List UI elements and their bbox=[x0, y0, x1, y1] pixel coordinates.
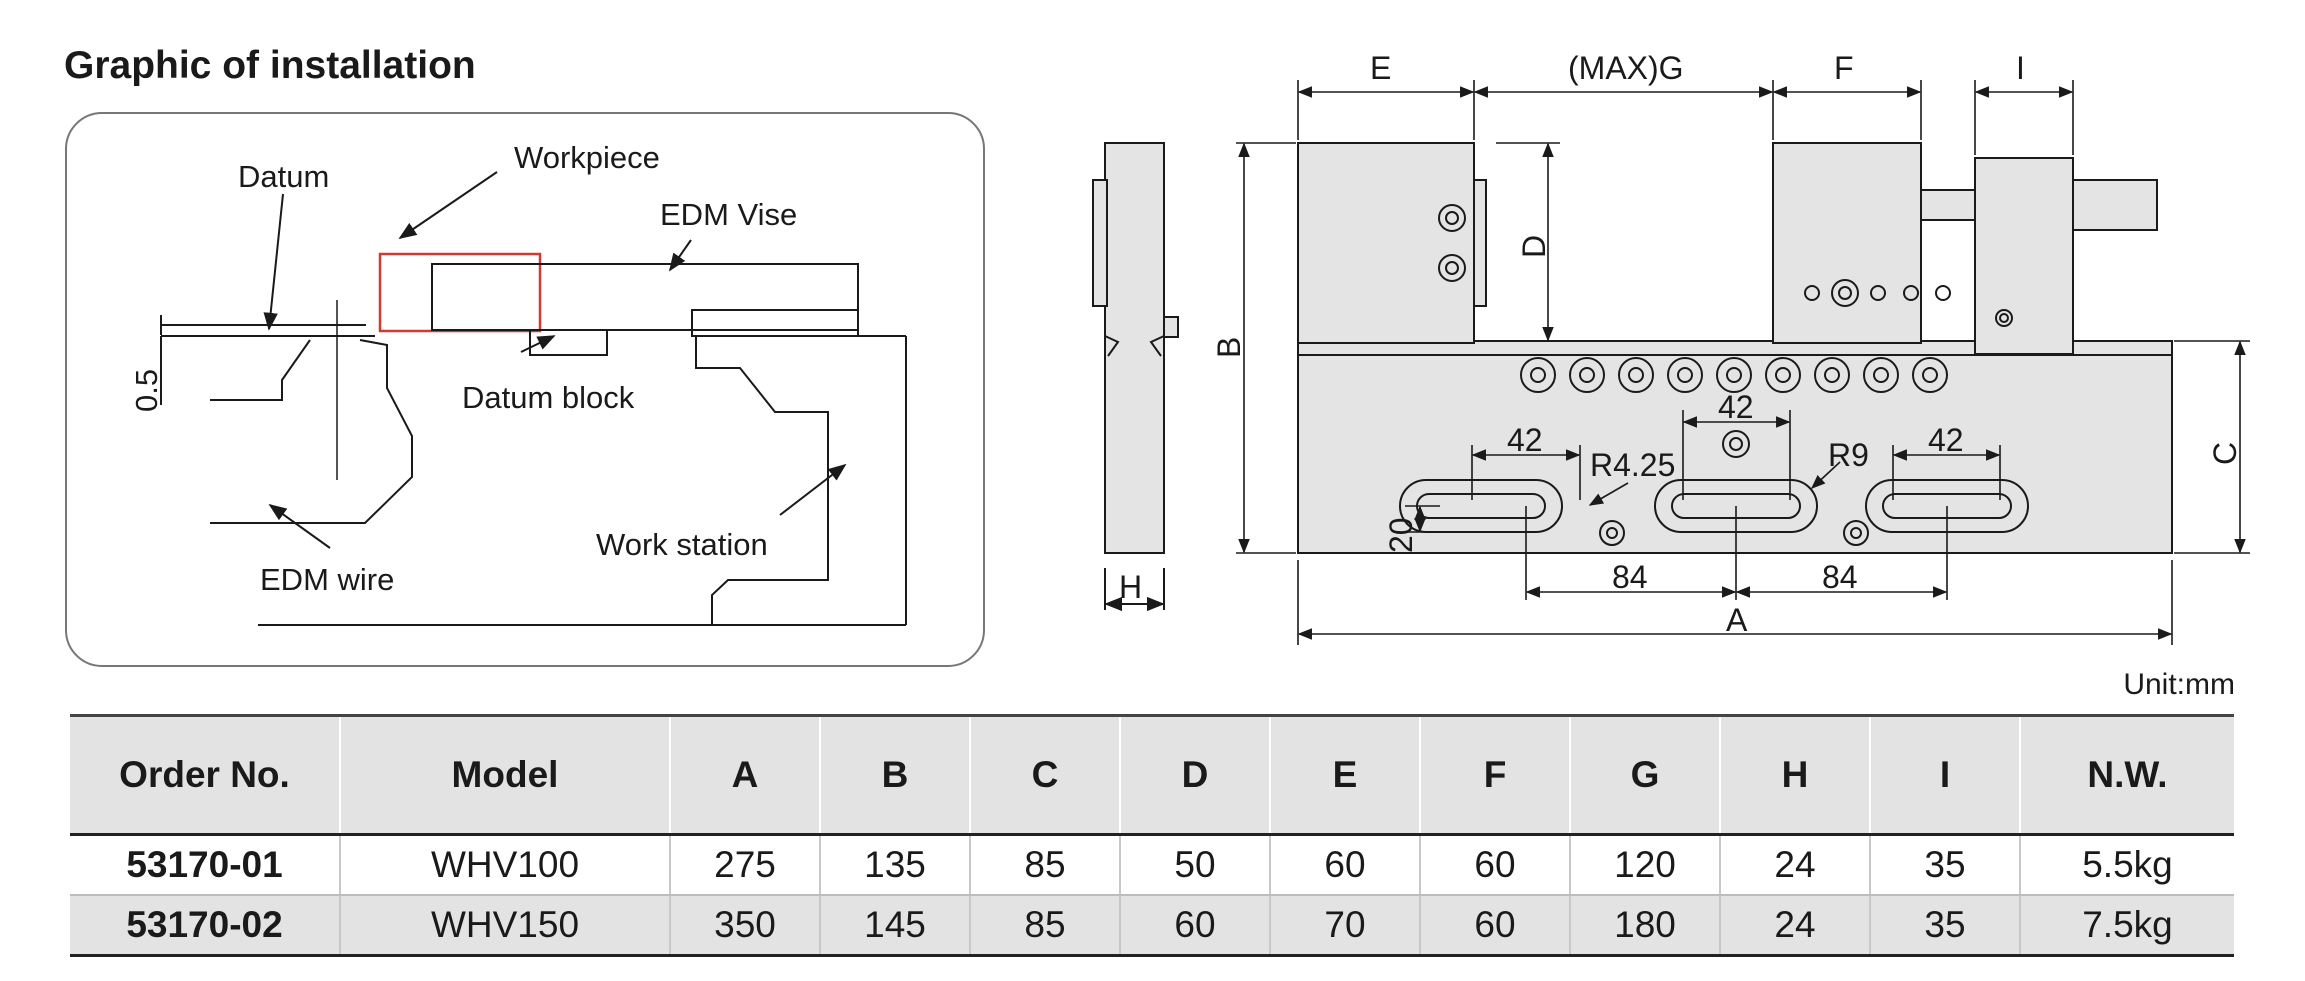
dim-slot-mid: 42 bbox=[1718, 389, 1754, 425]
header-d: D bbox=[1119, 714, 1270, 836]
cell-i: 35 bbox=[1869, 834, 2020, 896]
screw-block bbox=[1974, 157, 2074, 355]
dim-i: I bbox=[2016, 50, 2025, 86]
dim-r-large: R9 bbox=[1828, 437, 1869, 473]
cell-a: 350 bbox=[669, 895, 820, 957]
header-nw: N.W. bbox=[2019, 714, 2234, 836]
label-workpiece: Workpiece bbox=[514, 140, 660, 175]
vise-jaw bbox=[691, 309, 859, 337]
cell-i: 35 bbox=[1869, 895, 2020, 957]
table-row: 53170-01 WHV100 275 135 85 50 60 60 120 … bbox=[70, 834, 2234, 896]
label-work-station: Work station bbox=[596, 527, 768, 562]
dim-d: D bbox=[1516, 235, 1552, 258]
cell-c: 85 bbox=[969, 895, 1120, 957]
label-datum-block: Datum block bbox=[462, 380, 635, 415]
edm-wire-contour bbox=[210, 339, 413, 524]
header-model: Model bbox=[339, 714, 670, 836]
label-datum: Datum bbox=[238, 159, 329, 194]
header-c: C bbox=[969, 714, 1120, 836]
dim-pitch-right: 84 bbox=[1822, 559, 1858, 595]
label-offset: 0.5 bbox=[129, 369, 164, 412]
header-e: E bbox=[1269, 714, 1420, 836]
label-edm-vise: EDM Vise bbox=[660, 197, 797, 232]
dim-f: F bbox=[1834, 50, 1854, 86]
cell-d: 50 bbox=[1119, 834, 1270, 896]
table-row: 53170-02 WHV150 350 145 85 60 70 60 180 … bbox=[70, 895, 2234, 957]
cell-e: 60 bbox=[1269, 834, 1420, 896]
fixed-jaw bbox=[1297, 142, 1475, 344]
dim-slot-left: 42 bbox=[1507, 422, 1543, 458]
dim-e: E bbox=[1370, 50, 1391, 86]
installation-diagram bbox=[65, 112, 985, 667]
datum-block bbox=[529, 331, 608, 356]
technical-drawing: Datum Workpiece EDM Vise Datum block EDM… bbox=[65, 50, 2250, 667]
dim-slot-right: 42 bbox=[1928, 422, 1964, 458]
cell-d: 60 bbox=[1119, 895, 1270, 957]
dim-b: B bbox=[1211, 337, 1247, 358]
cell-h: 24 bbox=[1719, 895, 1870, 957]
base-bolt-row bbox=[1520, 357, 1948, 393]
dim-slot-height: 20 bbox=[1383, 517, 1419, 553]
cell-a: 275 bbox=[669, 834, 820, 896]
cell-c: 85 bbox=[969, 834, 1120, 896]
section-heading: Graphic of installation bbox=[64, 44, 476, 87]
cell-model: WHV100 bbox=[339, 834, 670, 896]
front-view bbox=[1297, 142, 2173, 554]
cell-nw: 5.5kg bbox=[2019, 834, 2234, 896]
header-a: A bbox=[669, 714, 820, 836]
cell-order-no: 53170-02 bbox=[70, 895, 340, 957]
base-slots bbox=[1399, 479, 2029, 533]
screw-handle bbox=[2072, 179, 2158, 231]
table-header-row: Order No. Model A B C D E F G H I N.W. bbox=[70, 714, 2234, 836]
header-order-no: Order No. bbox=[70, 714, 340, 836]
cell-nw: 7.5kg bbox=[2019, 895, 2234, 957]
header-h: H bbox=[1719, 714, 1870, 836]
cell-h: 24 bbox=[1719, 834, 1870, 896]
dim-r-small: R4.25 bbox=[1590, 447, 1675, 483]
side-view bbox=[1092, 142, 1179, 612]
installation-text: Datum Workpiece EDM Vise Datum block EDM… bbox=[129, 140, 797, 597]
dimension-text: E (MAX)G F I D B H C A 42 42 42 R4.25 R9… bbox=[1119, 50, 2243, 638]
cell-b: 145 bbox=[819, 895, 970, 957]
cell-f: 60 bbox=[1419, 834, 1570, 896]
movable-jaw bbox=[1772, 142, 1922, 344]
cell-b: 135 bbox=[819, 834, 970, 896]
dimension-lines bbox=[1236, 80, 2250, 645]
edm-vise-body bbox=[431, 263, 859, 331]
work-station-inner bbox=[695, 336, 829, 625]
label-edm-wire: EDM wire bbox=[260, 562, 394, 597]
spec-table: Order No. Model A B C D E F G H I N.W. 5… bbox=[70, 714, 2234, 957]
header-g: G bbox=[1569, 714, 1720, 836]
cell-g: 120 bbox=[1569, 834, 1720, 896]
dim-a: A bbox=[1726, 602, 1748, 638]
installation-frame bbox=[65, 112, 985, 667]
dim-h: H bbox=[1119, 569, 1142, 605]
cell-order-no: 53170-01 bbox=[70, 834, 340, 896]
cell-f: 60 bbox=[1419, 895, 1570, 957]
header-i: I bbox=[1869, 714, 2020, 836]
unit-label: Unit:mm bbox=[2123, 668, 2235, 701]
dim-pitch-left: 84 bbox=[1612, 559, 1648, 595]
cell-e: 70 bbox=[1269, 895, 1420, 957]
header-b: B bbox=[819, 714, 970, 836]
cell-g: 180 bbox=[1569, 895, 1720, 957]
workpiece-outline bbox=[378, 252, 542, 333]
dim-g: (MAX)G bbox=[1568, 50, 1684, 86]
cell-model: WHV150 bbox=[339, 895, 670, 957]
dim-c: C bbox=[2207, 442, 2243, 465]
header-f: F bbox=[1419, 714, 1570, 836]
